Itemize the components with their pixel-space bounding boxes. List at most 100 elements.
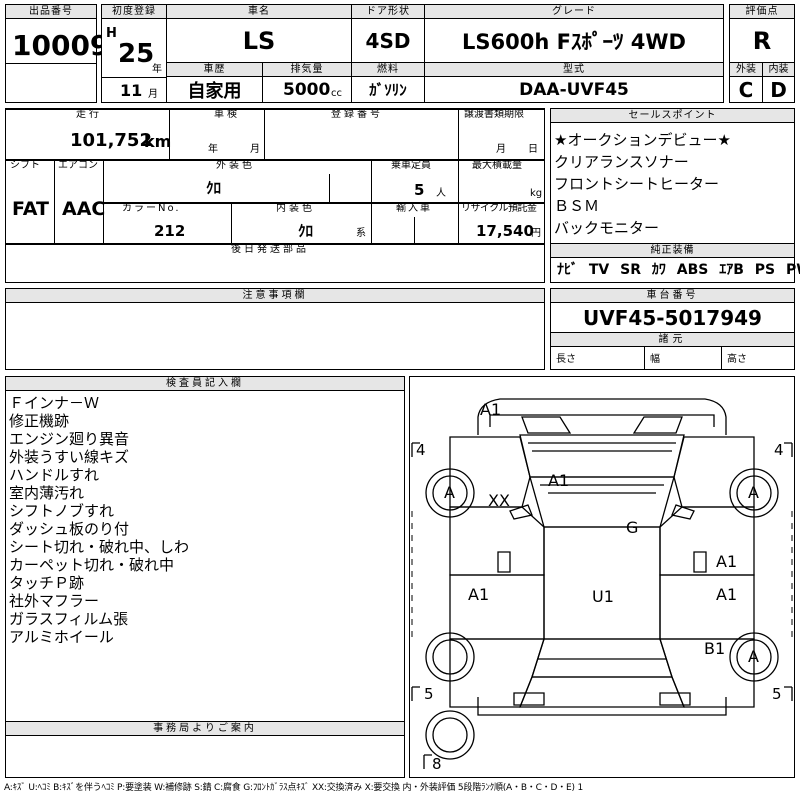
notes-box: 注意事項欄	[5, 288, 545, 370]
transfer-label: 譲渡書類期限	[464, 109, 524, 120]
model-label: 型式	[425, 63, 723, 77]
reg-year: 25	[118, 39, 155, 69]
inspector-line: カーペット切れ・破れ中	[9, 556, 175, 574]
fuel-label: 燃料	[352, 63, 424, 77]
sales-point-item: バックモニター	[554, 219, 660, 237]
reg-no-label: 登録番号	[331, 109, 383, 120]
sales-point-item: ＢＳＭ	[554, 197, 600, 215]
inspector-line: 社外マフラー	[9, 592, 100, 610]
displacement: 5000	[283, 80, 331, 100]
damage-windshield: G	[626, 518, 639, 537]
recycle-fee: 17,540	[476, 222, 534, 240]
notes-label: 注意事項欄	[6, 289, 544, 303]
sales-points-box: セールスポイント ★オークションデビュー★ クリアランスソナー フロントシートヒ…	[550, 108, 800, 283]
interior-label: 内装	[763, 63, 794, 77]
ac-label: エアコン	[58, 160, 98, 171]
inspection-label: 車検	[214, 109, 240, 120]
car-diagram	[411, 398, 793, 769]
car-name: LS	[242, 26, 276, 55]
int-color-unit: 系	[356, 228, 366, 239]
reg-month-unit: 月	[148, 89, 158, 100]
specs-block: 走行 車検 登録番号 譲渡書類期限 101,752 km 年 月 月 日 シフト…	[5, 108, 545, 283]
displacement-cell: 排気量 5000 cc	[262, 62, 352, 103]
headlight-right	[632, 416, 683, 434]
interior-cell: 内装 D	[762, 62, 795, 103]
front-right-door	[659, 506, 755, 576]
sales-point-item: クリアランスソナー	[554, 153, 689, 171]
load-label: 最大積載量	[472, 160, 522, 171]
capacity: 5	[414, 181, 425, 199]
wheel-rear-right	[729, 632, 779, 682]
history: 自家用	[187, 80, 242, 102]
damage-fr-door: A1	[716, 552, 738, 571]
inspector-line: 外装うすい線キズ	[9, 448, 130, 466]
inspector-line: シフトノブすれ	[9, 502, 115, 520]
grade: LS600h Fｽﾎﾟｰﾂ 4WD	[462, 29, 686, 54]
equipment-item: ｶﾜ	[651, 262, 666, 278]
mileage: 101,752	[70, 130, 152, 151]
door-cell: ドア形状 4SD	[351, 4, 425, 63]
damage-rr-fender: B1	[704, 639, 726, 658]
damage-roof: U1	[592, 587, 614, 606]
history-cell: 車歴 自家用	[166, 62, 263, 103]
front-right-fender	[673, 436, 755, 508]
damage-rl-door: A1	[468, 585, 490, 604]
fuel: ｶﾞｿﾘﾝ	[369, 81, 407, 99]
first-reg-label: 初度登録	[102, 5, 166, 19]
damage-wheel-fl: A	[444, 483, 455, 502]
inspector-line: ハンドルすれ	[9, 466, 100, 484]
inspector-line: Ｆインナ－Ｗ	[9, 394, 100, 412]
transfer-day-unit: 日	[528, 144, 538, 155]
car-name-label: 車名	[167, 5, 351, 19]
rear-right-door	[659, 574, 755, 640]
insp-year-unit: 年	[208, 144, 218, 155]
color-no-label: カラーNo.	[122, 203, 181, 214]
front-left-door	[449, 506, 545, 576]
model: DAA-UVF45	[519, 79, 629, 100]
ext-color-label: 外装色	[216, 160, 255, 171]
grade-label: グレード	[425, 5, 723, 19]
mileage-unit: km	[144, 132, 172, 151]
height-label: 高さ	[727, 354, 747, 365]
rear-bumper	[477, 697, 727, 716]
ext-color: ｸﾛ	[206, 179, 222, 197]
door-type: 4SD	[365, 28, 411, 53]
front-left-fender	[449, 436, 531, 508]
equipment-item: PW	[786, 262, 800, 278]
mileage-label: 走行	[76, 109, 102, 120]
trunk	[519, 676, 685, 708]
capacity-unit: 人	[436, 188, 446, 199]
int-color: ｸﾛ	[298, 222, 314, 240]
reg-year-unit: 年	[152, 64, 162, 75]
mirror-left	[509, 504, 533, 520]
chassis-number: UVF45-5017949	[583, 306, 762, 330]
tire-front-left: 4	[416, 441, 426, 459]
door-label: ドア形状	[352, 5, 424, 19]
inspector-line: アルミホイール	[9, 628, 114, 646]
displacement-label: 排気量	[263, 63, 351, 77]
recycle-label: リサイクル預託金	[461, 203, 537, 214]
damage-wheel-fr: A	[748, 483, 759, 502]
lot-label: 出品番号	[6, 5, 96, 19]
spare-tire	[425, 710, 475, 760]
hood	[519, 434, 685, 478]
car-diagram-box: A1 A1 XX G A1 A1 A1 U1 B1 A A A 4 4 5 5 …	[409, 376, 795, 778]
tire-rear-right: 5	[772, 685, 782, 703]
fuel-cell: 燃料 ｶﾞｿﾘﾝ	[351, 62, 425, 103]
score-label: 評価点	[730, 5, 794, 19]
score: R	[752, 26, 772, 55]
inspector-line: ダッシュ板のり付	[9, 520, 130, 538]
load-unit: kg	[530, 188, 543, 199]
specs-label: 諸元	[551, 332, 794, 347]
sales-point-item: フロントシートヒーター	[554, 175, 720, 193]
roof	[543, 526, 661, 640]
damage-rr-door: A1	[716, 585, 738, 604]
inspector-line: タッチＰ跡	[9, 574, 85, 592]
insp-month-unit: 月	[250, 144, 260, 155]
history-label: 車歴	[167, 63, 262, 77]
inspector-label: 検査員記入欄	[6, 377, 404, 391]
interior-grade: D	[770, 77, 787, 102]
exterior-grade: C	[738, 77, 754, 102]
damage-wheel-rr: A	[748, 647, 759, 666]
sales-points-list: ★オークションデビュー★ クリアランスソナー フロントシートヒーター ＢＳＭ バ…	[554, 129, 731, 239]
